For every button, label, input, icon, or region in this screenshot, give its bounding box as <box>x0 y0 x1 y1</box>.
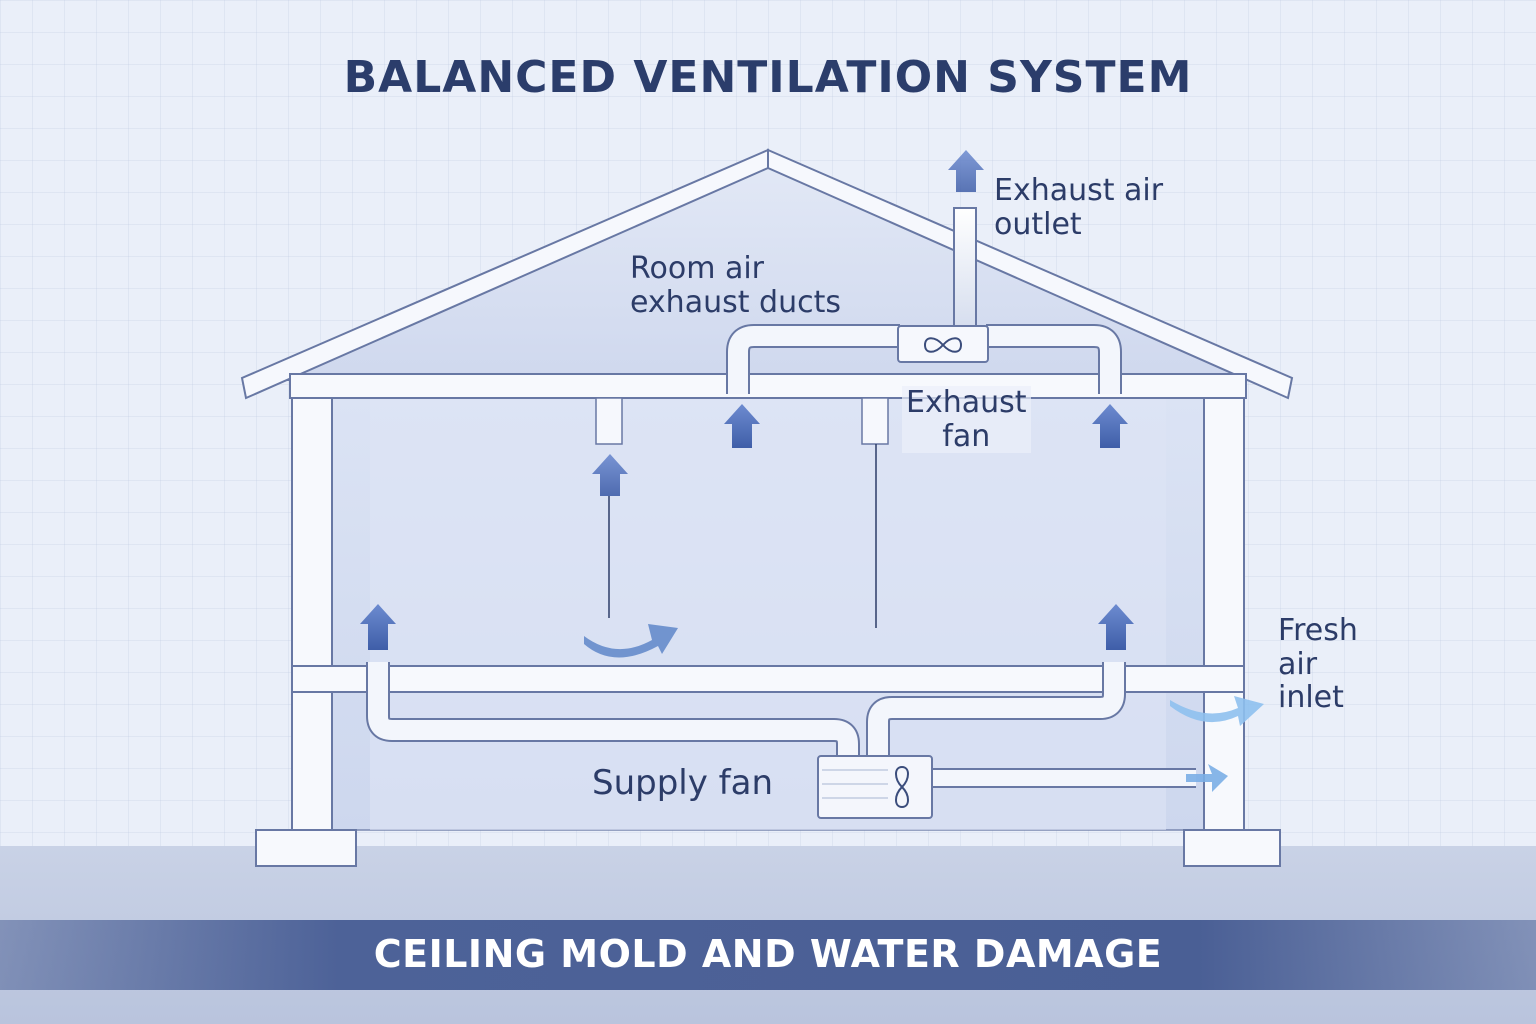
right-wall <box>1203 397 1245 831</box>
curved-arrow-icon <box>584 624 678 658</box>
diagram-title: BALANCED VENTILATION SYSTEM <box>343 52 1193 103</box>
banner-text: CEILING MOLD AND WATER DAMAGE <box>373 932 1163 976</box>
infinity-fan-icon <box>923 337 963 353</box>
ceiling-vent-center <box>861 397 889 445</box>
figure-eight-fan-icon <box>895 765 909 809</box>
exhaust-stack <box>953 207 977 331</box>
fresh-air-arrow-icon <box>1170 696 1264 726</box>
floor-beam <box>291 665 1245 693</box>
supply-outlet-arrow-icon <box>1186 764 1228 792</box>
fresh-air-inlet-label: Fresh air inlet <box>1278 613 1358 716</box>
right-footing <box>1183 829 1281 867</box>
bottom-banner <box>0 920 1536 990</box>
left-wall <box>291 397 333 831</box>
ceiling-vent-left <box>595 397 623 445</box>
up-arrow-icon <box>360 150 1134 650</box>
supply-fan-label: Supply fan <box>592 763 774 803</box>
room-back-wall <box>370 398 1166 830</box>
ceiling-beam <box>289 373 1247 399</box>
exhaust-fan-label: Exhaust fan <box>902 386 1031 454</box>
room-exhaust-ducts-label: Room air exhaust ducts <box>630 251 841 320</box>
exhaust-outlet-label: Exhaust air outlet <box>994 173 1164 242</box>
roof-right <box>767 148 1294 400</box>
left-footing <box>255 829 357 867</box>
supply-fan-box <box>817 755 933 819</box>
